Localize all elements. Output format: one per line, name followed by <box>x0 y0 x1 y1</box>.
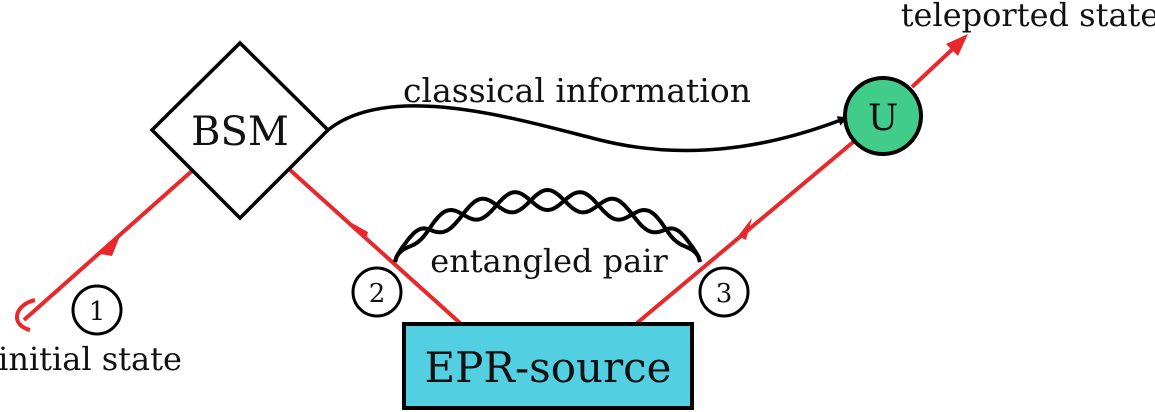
svg-text:1: 1 <box>89 297 106 327</box>
bsm-label: BSM <box>191 109 289 155</box>
unitary-node: U <box>843 76 923 156</box>
wave-strand-1 <box>393 190 702 263</box>
initial-hook-icon <box>15 298 36 332</box>
arrowhead-icon <box>100 236 120 256</box>
arrowhead-icon <box>350 222 368 240</box>
arrowhead-icon <box>738 218 752 240</box>
arrowhead-icon <box>946 34 968 56</box>
epr-source-label: EPR-source <box>424 343 671 392</box>
photon-path-1 <box>15 168 195 332</box>
entangled-pair-label: entangled pair <box>430 242 668 280</box>
step-marker-1: 1 <box>71 284 123 336</box>
teleported-state-label: teleported state <box>901 0 1155 34</box>
epr-source-box: EPR-source <box>402 322 694 410</box>
classical-channel-arrow <box>326 104 848 153</box>
wave-strand-2 <box>393 187 702 263</box>
step-marker-2: 2 <box>351 266 403 318</box>
svg-text:2: 2 <box>369 279 386 309</box>
unitary-label: U <box>868 98 898 139</box>
svg-text:3: 3 <box>716 279 733 309</box>
classical-information-label: classical information <box>403 71 751 110</box>
step-marker-3: 3 <box>698 266 750 318</box>
initial-state-label: initial state <box>0 340 182 378</box>
photon-path-3 <box>635 136 860 325</box>
bsm-node: BSM <box>149 40 331 221</box>
teleported-output-path <box>910 34 968 89</box>
photon-path-2 <box>288 168 462 325</box>
entangled-pair-wave <box>393 187 702 263</box>
